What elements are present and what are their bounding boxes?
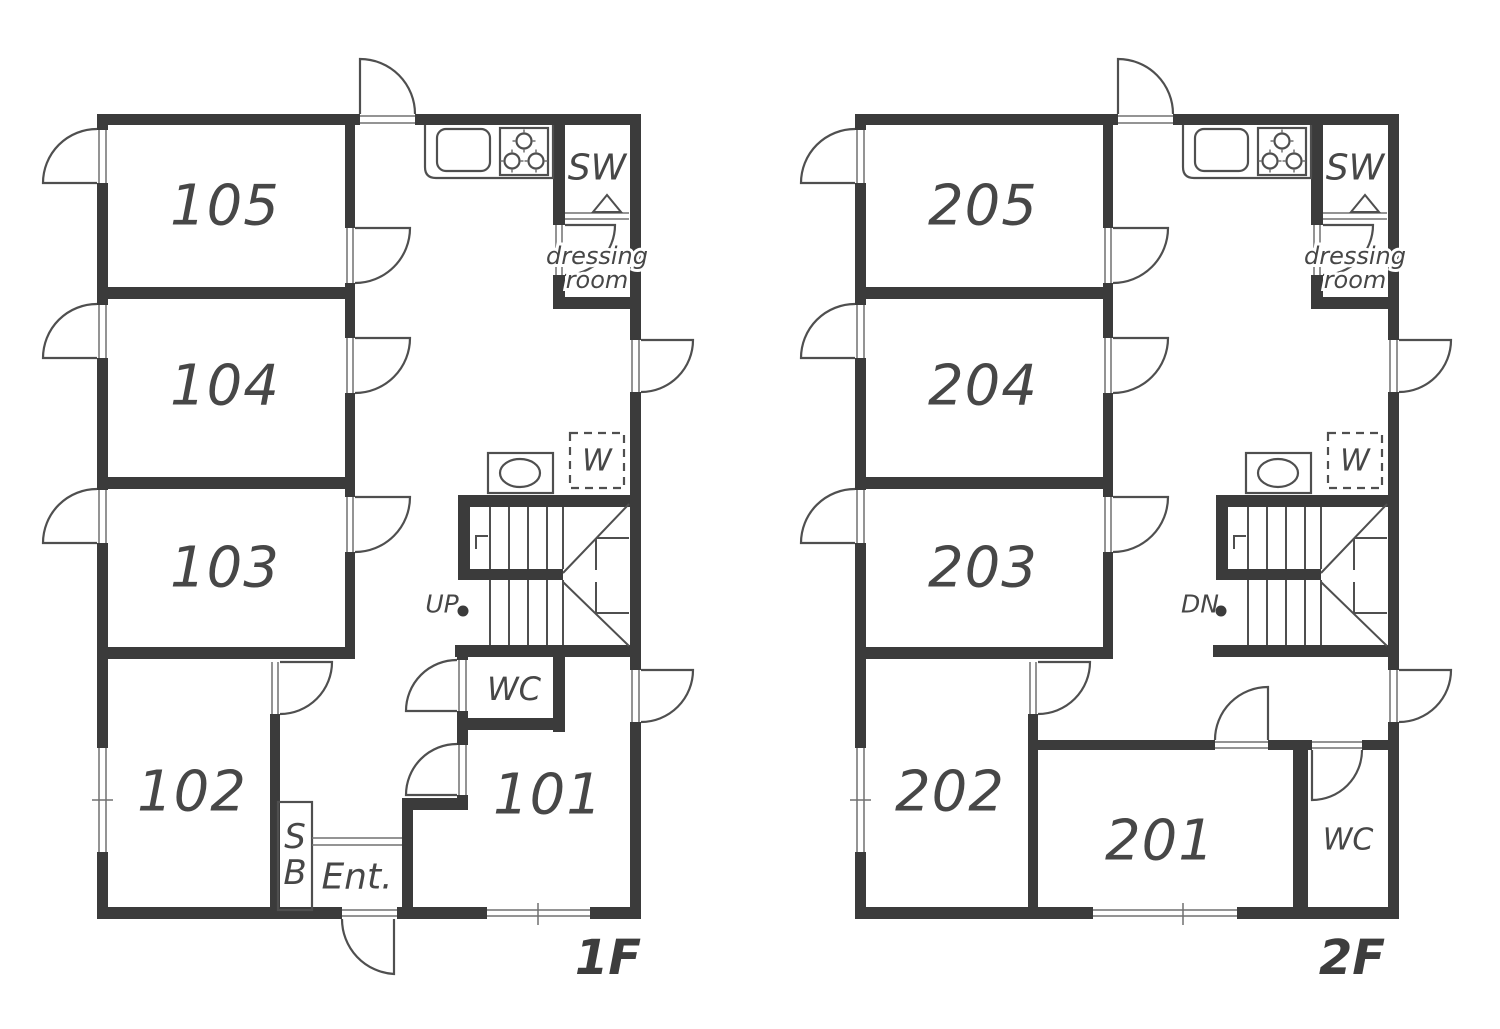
dressing-room-label-line2: room: [1324, 266, 1387, 294]
floor-2f-title: 2F: [1319, 930, 1385, 986]
floor-2f-doors: [1213, 685, 1364, 802]
room-102-label: 102: [137, 760, 247, 825]
washing-machine-label: W: [1340, 444, 1371, 479]
room-204-label: 204: [928, 354, 1038, 419]
toilet-wc-label: WC: [487, 670, 542, 708]
stair-direction-label: UP: [425, 590, 459, 619]
floor-1f-doors: [340, 658, 458, 976]
room-105-label: 105: [170, 174, 280, 239]
floor-1f-title: 1F: [575, 930, 641, 986]
floor-2f-plan: 205 204 203 202 201 SW dressing room W W…: [801, 59, 1451, 986]
shoe-box-icon: [276, 800, 314, 912]
stair-direction-label: DN: [1181, 590, 1219, 619]
room-103-label: 103: [170, 536, 280, 601]
room-203-label: 203: [928, 536, 1038, 601]
entrance-step-lines: [312, 837, 402, 846]
floor-2f-sills: [1093, 741, 1362, 925]
room-101-label: 101: [493, 763, 603, 828]
floor-1f-sills: [342, 660, 590, 925]
dressing-room-label-line2: room: [566, 266, 629, 294]
shoe-box-label-line1: S: [284, 817, 306, 857]
toilet-wc-label: WC: [1323, 823, 1374, 858]
closet-sw-label: SW: [1326, 148, 1386, 189]
dressing-room-label-line1: dressing: [1304, 242, 1406, 270]
dressing-room-label-line1: dressing: [546, 242, 648, 270]
room-104-label: 104: [170, 354, 280, 419]
entrance-label: Ent.: [321, 857, 392, 898]
floor-1f-plan: 105 104 103 102 101 SW dressing room W W…: [43, 59, 693, 986]
shoe-box-label-line2: B: [283, 853, 306, 893]
closet-sw-label: SW: [568, 148, 628, 189]
room-205-label: 205: [928, 174, 1038, 239]
washing-machine-label: W: [582, 444, 613, 479]
room-201-label: 201: [1105, 809, 1215, 874]
room-202-label: 202: [895, 760, 1005, 825]
